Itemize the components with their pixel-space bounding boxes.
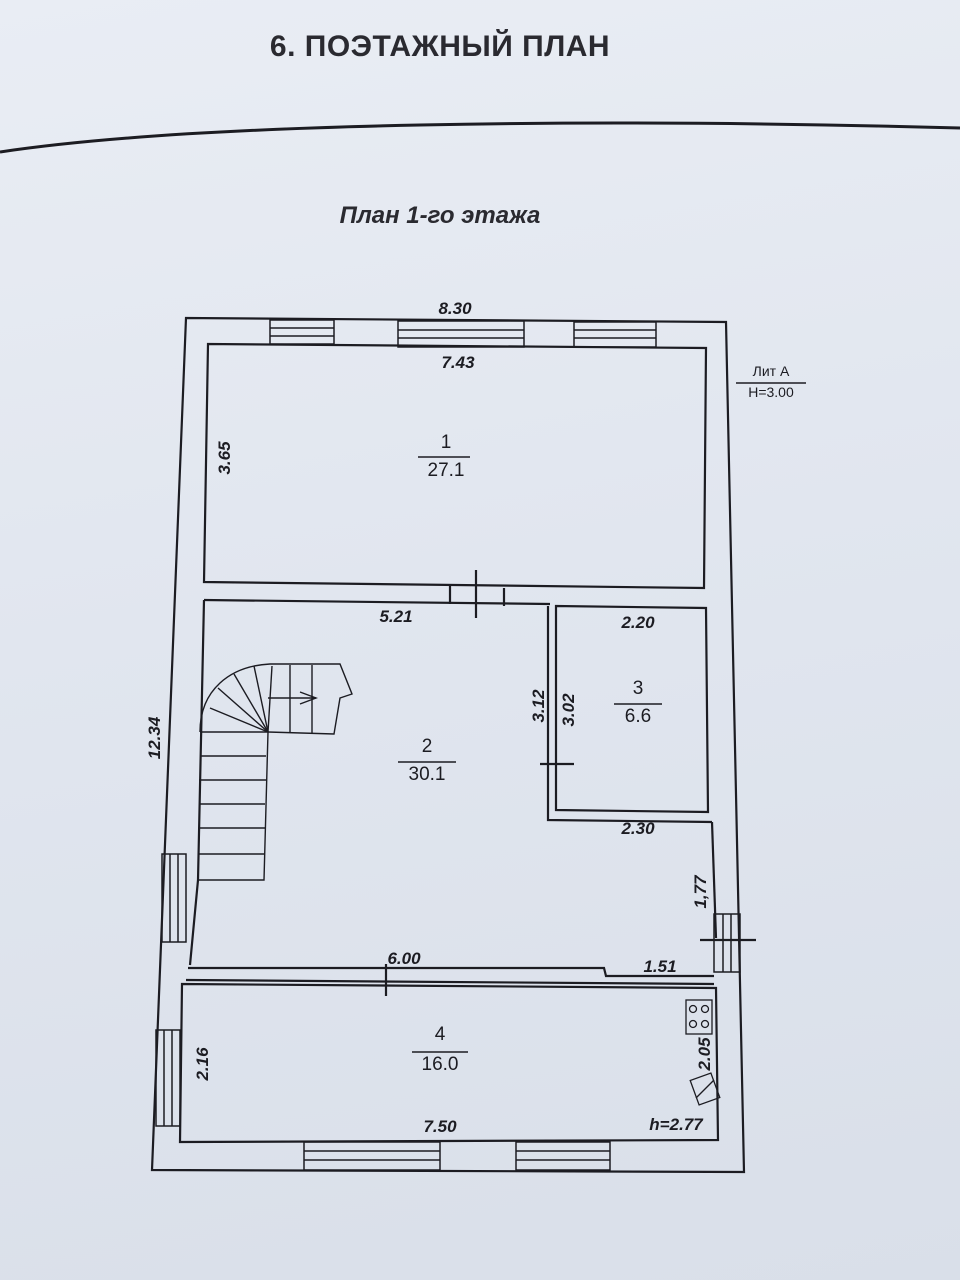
window-left-lower [155,1029,181,1127]
room-2-number: 2 [422,736,433,757]
staircase [198,663,353,881]
partition-bottom [185,978,715,986]
room-4-right-dim: 1.51 [643,957,676,976]
total-width-dim: 8.30 [438,299,472,318]
room-3-width-dim: 2.20 [620,613,655,632]
window-left-upper [161,853,187,943]
room-3-right-dim: 3.02 [559,693,578,727]
stove-dim: 2.05 [695,1037,714,1072]
header-rule [0,121,960,154]
room-3-left-dim: 3.12 [529,689,548,723]
room-4-area: 16.0 [422,1054,459,1075]
room-3-outer-wall [546,606,713,824]
room-2-top-wall [203,598,551,606]
room-1-width-dim: 7.43 [441,353,475,372]
window-right-corridor [713,913,741,973]
room-2-width-dim: 5.21 [379,607,412,626]
room-1-area: 27.1 [428,460,465,481]
door-1-2 [448,570,506,618]
corridor-wall [710,821,718,939]
room-4-length-dim: 2.16 [193,1047,212,1082]
window-top-right [573,321,657,348]
stove-icon [685,999,713,1035]
room-1-length-dim: 3.65 [215,441,234,475]
floor-subtitle: План 1-го этажа [339,202,541,229]
lit-label: Лит А [753,363,790,379]
room-3-outline [554,604,710,814]
height-label: H=3.00 [748,384,794,400]
room-3-area: 6.6 [625,706,651,727]
window-bottom-left [303,1141,441,1171]
room-2-left-wall [188,599,206,966]
room-3-bottom-dim: 2.30 [620,819,655,838]
window-top-center [397,320,525,348]
partition-top [188,966,714,978]
boiler-icon [689,1072,721,1106]
window-top-left [269,319,335,345]
room-2-bottom-dim: 6.00 [387,949,421,968]
ceiling-height-label: h=2.77 [649,1115,704,1134]
total-length-dim: 12.34 [145,716,164,759]
window-bottom-right [515,1141,611,1171]
corridor-dim: 1,77 [691,874,710,909]
page-title: 6. ПОЭТАЖНЫЙ ПЛАН [269,30,611,63]
room-4-width-dim: 7.50 [423,1117,457,1136]
room-4-number: 4 [435,1024,446,1045]
room-2-area: 30.1 [409,764,446,785]
room-1-outline [202,342,708,590]
outer-wall [150,316,746,1174]
room-1-number: 1 [441,432,452,453]
room-3-number: 3 [633,678,644,699]
